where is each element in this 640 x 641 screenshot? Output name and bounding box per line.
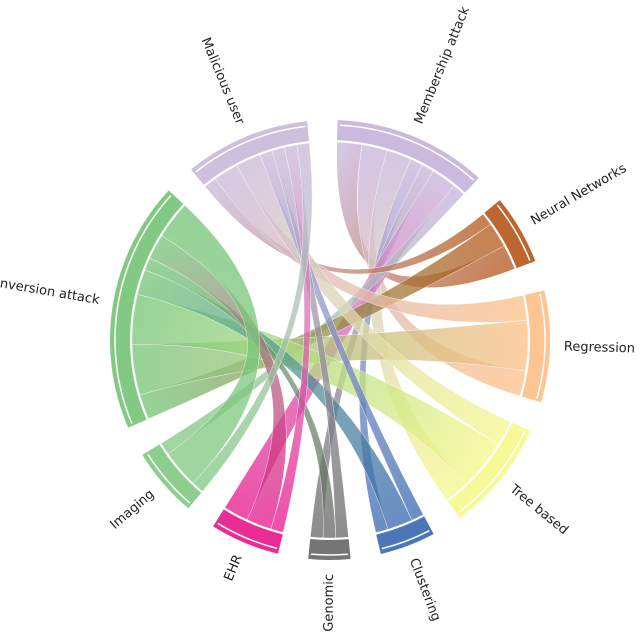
node-label: Malicious user <box>198 36 248 128</box>
arc-neural-networks[interactable] <box>484 200 536 269</box>
arc-tick-line <box>458 430 526 513</box>
ribbon[interactable] <box>192 142 313 492</box>
arc-tick-line <box>195 125 306 173</box>
arc-tick-line <box>536 293 546 399</box>
arc-tick-line <box>114 194 172 424</box>
arc-ehr[interactable] <box>213 509 283 554</box>
arc-imaging[interactable] <box>142 444 202 509</box>
arc-malicious-user[interactable] <box>191 121 310 185</box>
node-label: Membership attack <box>412 4 474 126</box>
arc-tick-line <box>339 124 475 181</box>
arcs <box>109 120 550 561</box>
node-label: Genomic <box>322 574 337 632</box>
ribbons <box>131 141 529 539</box>
arc-genomic[interactable] <box>308 539 351 561</box>
arc-membership-attack[interactable] <box>336 120 479 193</box>
node-label: Imaging <box>108 487 158 533</box>
arc-inversion-attack[interactable] <box>109 190 184 428</box>
node-label: Clustering <box>406 556 443 623</box>
arc-tick-line <box>381 530 430 550</box>
node-label: EHR <box>222 553 246 584</box>
arc-tick-line <box>147 453 191 504</box>
arc-tree-based[interactable] <box>447 422 531 518</box>
arc-tick-line <box>496 204 531 261</box>
node-label: Inversion attack <box>0 276 101 308</box>
arc-tick-line <box>310 553 348 556</box>
arc-tick-line <box>217 522 278 550</box>
arc-clustering[interactable] <box>376 516 434 555</box>
node-label: Regression <box>564 339 636 356</box>
node-label: Tree based <box>506 481 571 538</box>
node-label: Neural Networks <box>528 161 629 229</box>
